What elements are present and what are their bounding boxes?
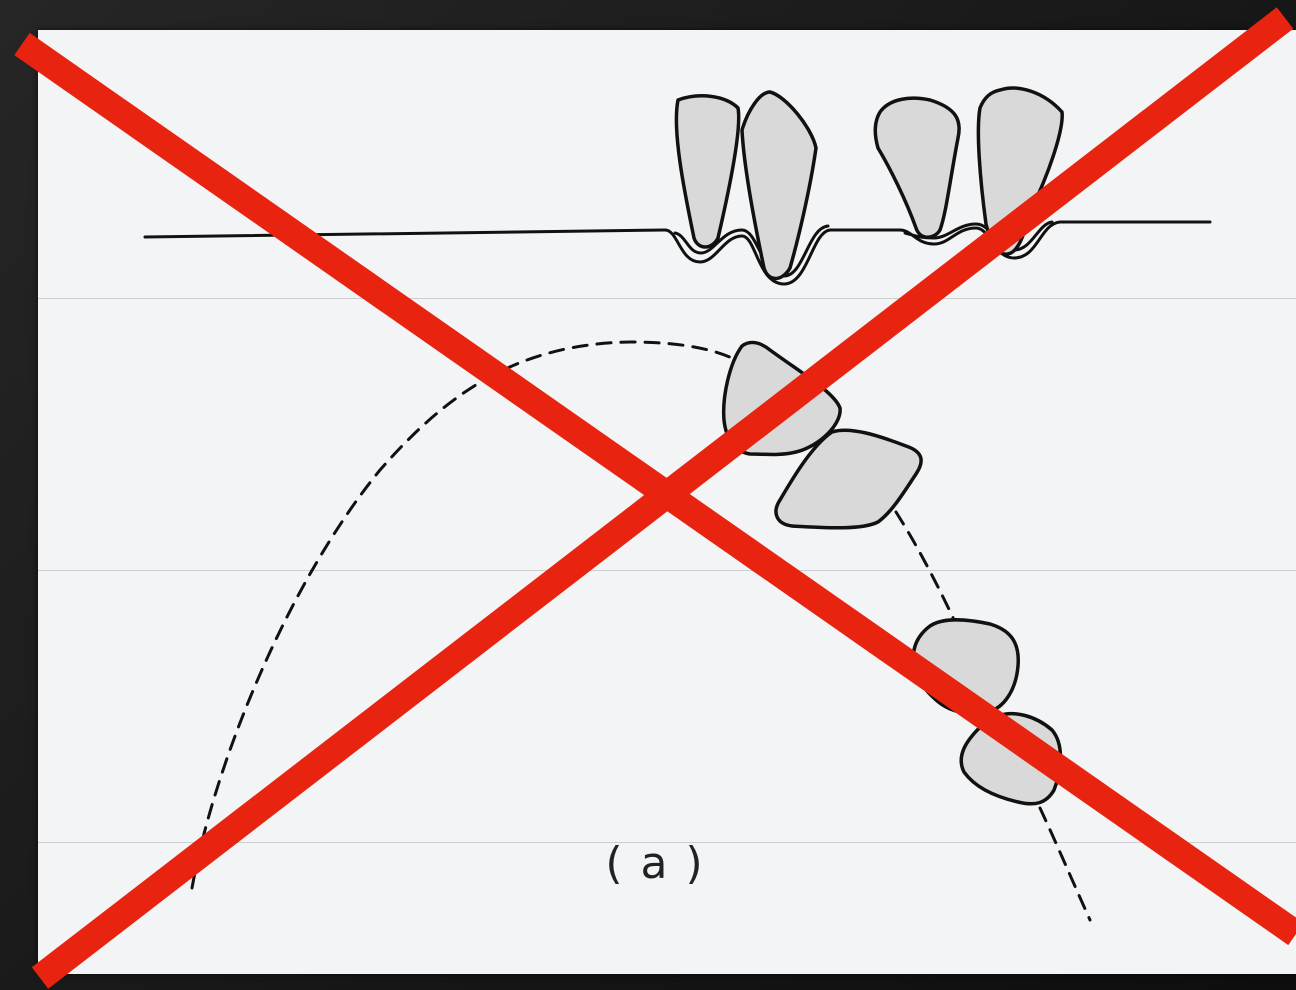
figure-caption: ( a ): [560, 838, 750, 889]
cross-stroke: [40, 18, 1285, 978]
tooth-icon: [676, 96, 738, 247]
dental-arch-curve: [1040, 808, 1090, 920]
dental-arch-curve: [896, 512, 956, 624]
cross-mark: [22, 18, 1296, 978]
tooth-icon: [875, 98, 959, 237]
